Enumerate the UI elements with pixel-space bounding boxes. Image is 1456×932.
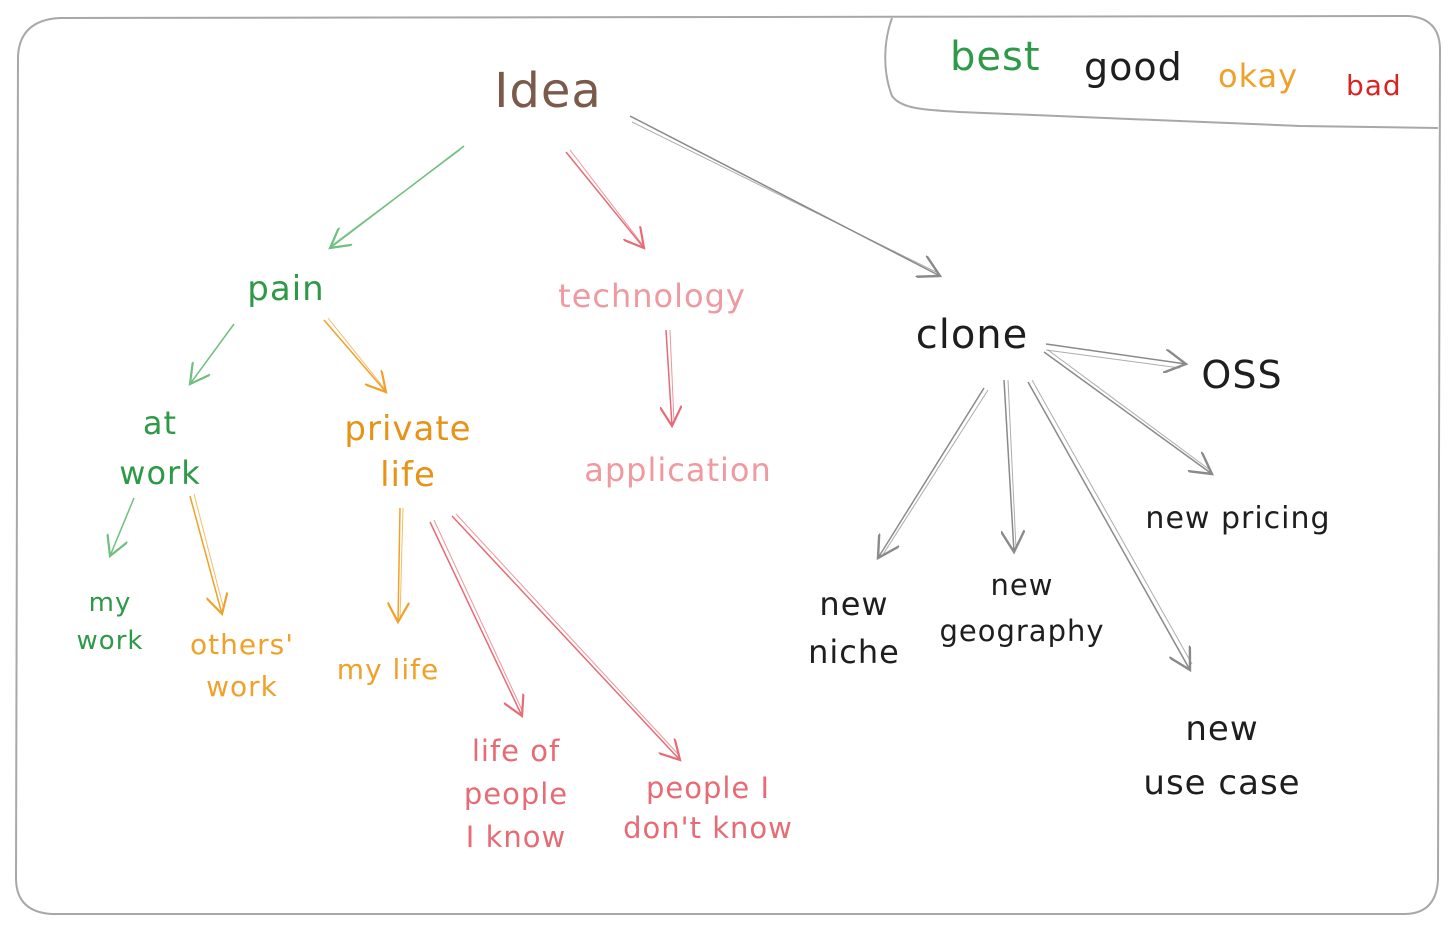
node-my-work-line: my bbox=[88, 588, 132, 618]
arrow-pain-to-private-life bbox=[323, 317, 386, 392]
node-others-work: others' work bbox=[190, 624, 294, 708]
node-life-of-people-i-know: life of people I know bbox=[464, 730, 568, 859]
node-private-life: private life bbox=[344, 406, 471, 498]
legend-best: best bbox=[950, 34, 1041, 80]
node-idea: Idea bbox=[494, 63, 602, 119]
node-new-niche-line: new bbox=[819, 585, 889, 623]
arrow-idea-to-pain bbox=[330, 145, 465, 248]
node-oss: OSS bbox=[1201, 353, 1283, 397]
node-others-work-line: work bbox=[206, 670, 278, 703]
node-people-dont-know-line: people I bbox=[645, 771, 771, 805]
legend-okay: okay bbox=[1218, 57, 1299, 95]
legend-box bbox=[884, 17, 1439, 129]
node-life-of-people-line: I know bbox=[465, 820, 567, 854]
node-at-work-line: at bbox=[142, 404, 178, 442]
node-life-of-people-line: people bbox=[463, 777, 569, 811]
node-new-niche: new niche bbox=[808, 580, 900, 676]
node-my-work-line: work bbox=[76, 626, 144, 656]
node-new-use-case: new use case bbox=[1143, 702, 1300, 810]
node-others-work-line: others' bbox=[190, 628, 294, 661]
arrow-clone-to-new-use-case bbox=[1027, 379, 1193, 670]
node-new-pricing: new pricing bbox=[1145, 501, 1331, 536]
arrow-private-life-to-life-of-people bbox=[429, 519, 522, 716]
arrow-at-work-to-my-work bbox=[110, 497, 135, 556]
arrow-clone-to-new-pricing bbox=[1043, 349, 1212, 474]
node-at-work-line: work bbox=[119, 454, 201, 492]
arrow-idea-to-technology bbox=[565, 149, 644, 248]
arrow-pain-to-at-work bbox=[190, 323, 235, 384]
node-technology: technology bbox=[558, 277, 746, 315]
node-application: application bbox=[584, 451, 772, 489]
legend-good: good bbox=[1084, 45, 1183, 89]
node-my-work: my work bbox=[77, 584, 144, 660]
node-pain: pain bbox=[247, 269, 325, 309]
node-my-life: my life bbox=[336, 653, 440, 686]
arrow-private-life-to-my-life bbox=[398, 507, 403, 622]
node-people-i-dont-know: people I don't know bbox=[623, 768, 793, 848]
node-new-use-case-line: use case bbox=[1143, 763, 1301, 803]
node-at-work: at work bbox=[119, 398, 200, 498]
arrow-at-work-to-others-work bbox=[189, 493, 224, 614]
node-new-geography-line: geography bbox=[939, 614, 1105, 648]
node-new-use-case-line: new bbox=[1185, 709, 1259, 749]
arrow-private-life-to-people-dont-know bbox=[451, 513, 680, 760]
node-people-dont-know-line: don't know bbox=[623, 811, 793, 845]
arrow-technology-to-application bbox=[666, 329, 674, 426]
node-new-niche-line: niche bbox=[808, 633, 900, 671]
arrow-idea-to-clone bbox=[629, 115, 940, 276]
node-clone: clone bbox=[915, 312, 1029, 358]
node-new-geography: new geography bbox=[939, 562, 1104, 654]
arrow-clone-to-oss bbox=[1045, 343, 1186, 368]
arrow-clone-to-new-geography bbox=[1004, 379, 1016, 552]
legend-bad: bad bbox=[1346, 69, 1402, 102]
node-private-life-line: private bbox=[344, 409, 472, 449]
arrow-clone-to-new-niche bbox=[878, 387, 989, 558]
node-life-of-people-line: life of bbox=[471, 734, 561, 768]
diagram-frame bbox=[14, 14, 1442, 915]
node-new-geography-line: new bbox=[990, 568, 1054, 602]
node-private-life-line: life bbox=[380, 455, 436, 495]
